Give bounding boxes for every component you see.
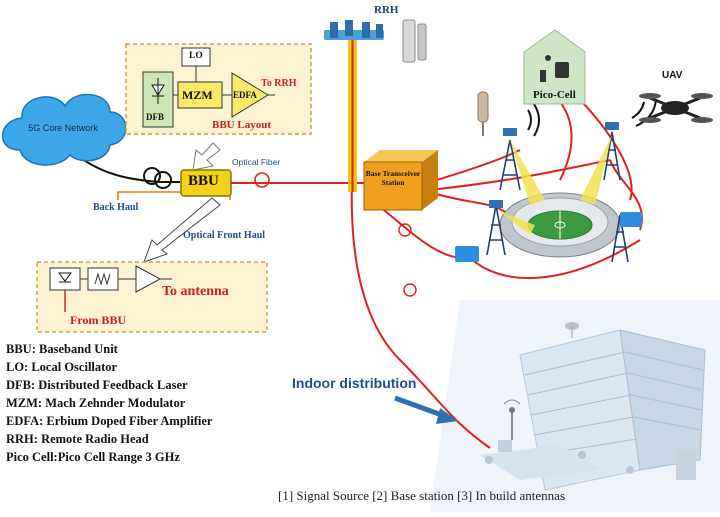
figure-caption: [1] Signal Source [2] Base station [3] I… [278,488,566,503]
signal-waves-icon [527,99,657,137]
to-antenna-label: To antenna [162,284,229,299]
dfb-label: DFB [146,112,164,122]
back-haul-label: Back Haul [93,202,139,213]
tower-beams [498,135,612,235]
drone-icon [639,93,713,123]
ground-units [455,212,642,262]
ceiling-antenna-icon [565,322,579,338]
rrh-label: RRH [374,4,399,16]
legend-item: LO: Local Oscillator [6,360,118,374]
front-haul-label: Optical Front Haul [183,230,266,241]
lo-label: LO [189,51,203,61]
layout-arrow [192,142,221,171]
legend-item: DFB: Distributed Feedback Laser [6,378,188,392]
front-haul-arrow [143,197,221,263]
legend-item: BBU: Baseband Unit [6,342,118,356]
optical-fiber-label: Optical Fiber [232,157,281,167]
office-building [430,300,720,512]
bts-box [363,150,438,211]
diode-icon [151,78,165,104]
rrh-mast [324,19,427,192]
bbu-layout-title: BBU Layout [212,119,271,131]
indoor-arrow-icon [394,395,458,424]
pico-cell-house [523,29,586,105]
bbu-label: BBU [188,173,219,189]
photodiode-icon [58,272,72,283]
bbu-layout-panel [125,43,312,135]
edfa-amplifier [231,72,269,118]
edfa-label: EDFA [233,90,257,100]
tower-antenna-heads [489,122,619,208]
small-antenna-icon [477,91,489,136]
from-bbu-label: From BBU [70,313,127,327]
uav-label: UAV [662,70,683,81]
to-rrh-label: To RRH [261,78,297,89]
core-network-label: 5G Core Network [28,123,98,133]
stadium-icon [499,192,621,258]
bts-label: Base Transceiver Station [365,169,421,187]
rrh-antenna-panel-icon [402,19,427,63]
pico-cell-label: Pico-Cell [533,89,576,101]
cell-tower-icons [486,131,629,263]
router-icon [540,55,569,82]
receiver-panel [36,261,268,333]
legend-item: EDFA: Erbium Doped Fiber Amplifier [6,414,213,428]
mzm-block [177,81,223,109]
mzm-label: MZM [182,88,213,102]
fiber-to-indoor [350,182,491,449]
indoor-distribution-label: Indoor distribution [292,375,417,391]
abbreviation-legend: BBU: Baseband Unit LO: Local Oscillator … [6,340,212,466]
legend-item: RRH: Remote Radio Head [6,432,149,446]
rx-amplifier [135,265,162,293]
indoor-antenna-icon [503,399,521,440]
cloud-icon [1,93,127,166]
legend-item: Pico Cell:Pico Cell Range 3 GHz [6,450,180,464]
legend-item: MZM: Mach Zehnder Modulator [6,396,186,410]
